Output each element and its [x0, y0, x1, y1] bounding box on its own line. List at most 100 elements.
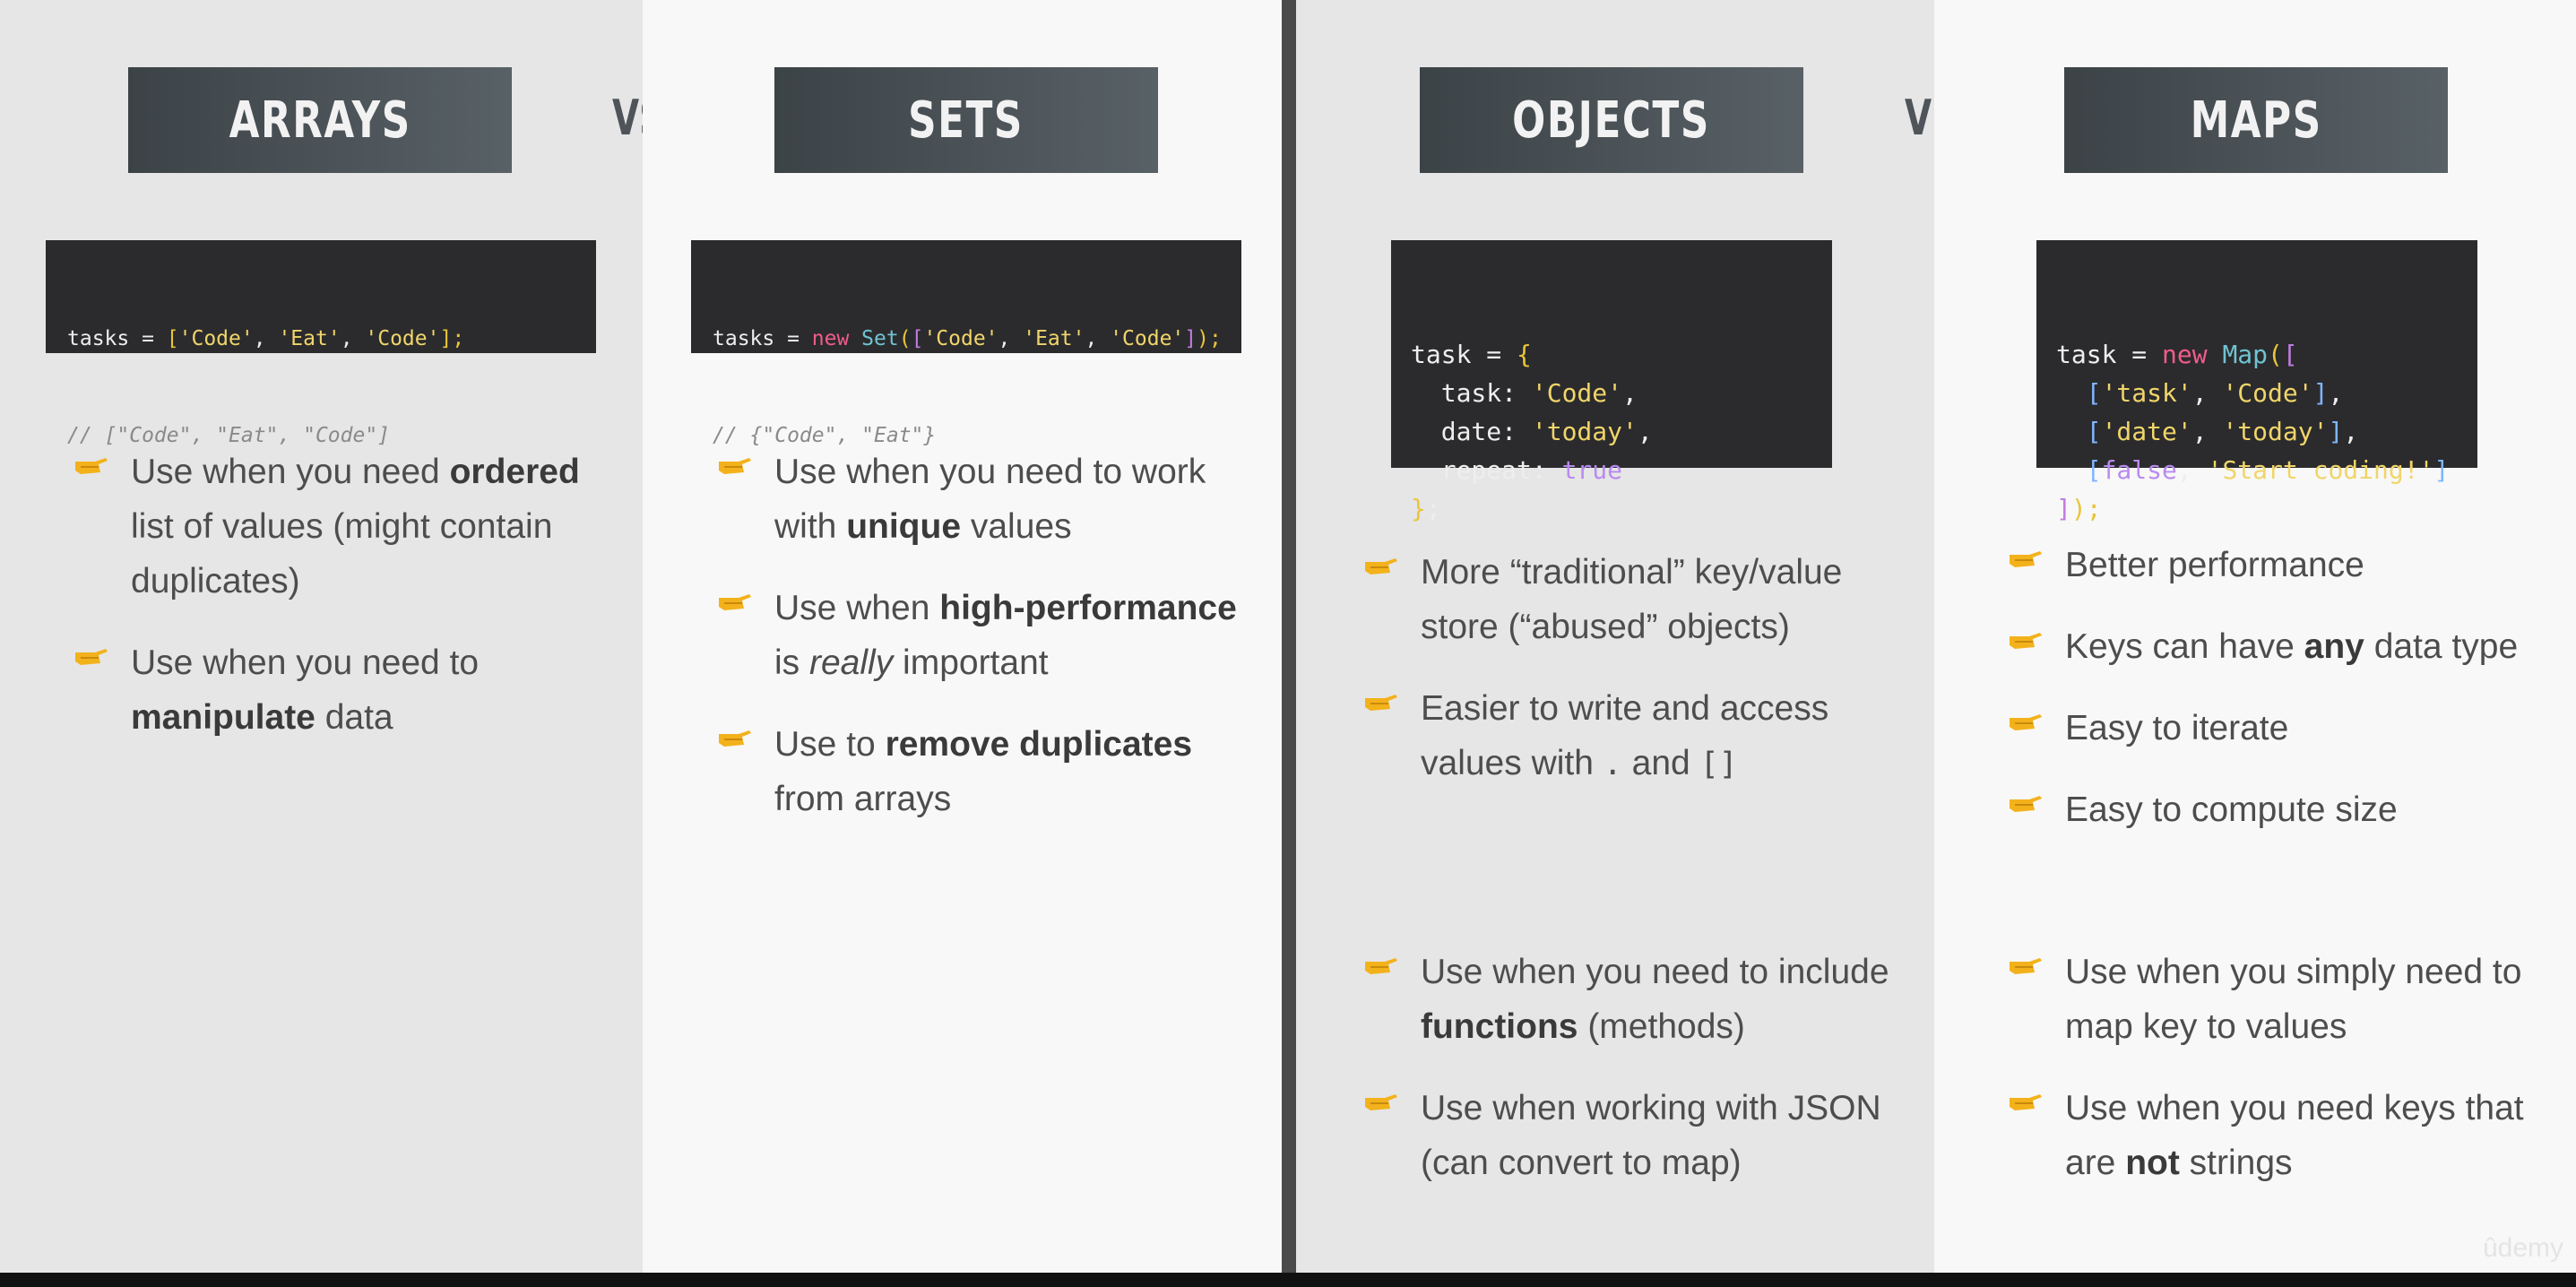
code-token: 'Start coding!'	[2207, 455, 2434, 485]
code-token: [	[2086, 378, 2102, 408]
arrays-column: ARRAYS tasks = ['Code', 'Eat', 'Code']; …	[0, 0, 678, 1273]
pointing-hand-icon	[2010, 714, 2042, 730]
pointing-hand-icon	[75, 458, 108, 474]
code-token: tasks =	[713, 327, 812, 350]
code-line: repeat: true	[1411, 451, 1812, 489]
code-token	[2056, 417, 2087, 446]
pointing-hand-icon	[2010, 958, 2042, 974]
code-token	[2056, 455, 2087, 485]
code-token: 'Eat'	[1023, 327, 1085, 350]
arrays-bullet-ordered: Use when you need ordered list of values…	[73, 445, 611, 609]
sets-code-comment: // {"Code", "Eat"}	[713, 424, 937, 447]
pointing-hand-icon	[1365, 1094, 1397, 1110]
code-token: ,	[340, 327, 366, 350]
code-token: 'today'	[1531, 417, 1638, 446]
pointing-hand-icon	[2010, 551, 2042, 567]
code-token: ,	[253, 327, 279, 350]
code-token: (	[2268, 340, 2283, 369]
arrays-code-comment: // ["Code", "Eat", "Code"]	[67, 424, 391, 447]
code-token	[2056, 378, 2087, 408]
code-token: repeat:	[1411, 455, 1562, 485]
code-token: ]	[2328, 417, 2344, 446]
arrays-bullet-list: Use when you need ordered list of values…	[73, 445, 611, 772]
maps-code-lines: task = new Map([ ['task', 'Code'], ['dat…	[2056, 335, 2458, 528]
code-token: ]	[2312, 378, 2329, 408]
section-divider	[1282, 0, 1296, 1273]
code-token: 'Code'	[923, 327, 998, 350]
objects-title-badge: OBJECTS	[1420, 67, 1803, 173]
maps-bullet-any-type: Keys can have any data type	[2008, 619, 2563, 674]
code-token: task =	[2056, 340, 2163, 369]
code-token: [	[911, 327, 924, 350]
code-token: ];	[439, 327, 465, 350]
sets-title: SETS	[908, 91, 1024, 150]
maps-bullet-size: Easy to compute size	[2008, 782, 2563, 837]
code-token: [	[2086, 455, 2102, 485]
sets-code-line: tasks = new Set(['Code', 'Eat', 'Code'])…	[713, 323, 1222, 355]
code-token: [	[2282, 340, 2298, 369]
maps-code-block: task = new Map([ ['task', 'Code'], ['dat…	[2036, 240, 2477, 523]
code-token: ,	[2191, 417, 2223, 446]
code-token: task =	[1411, 340, 1517, 369]
code-token: 'today'	[2222, 417, 2329, 446]
code-token: }	[1411, 494, 1426, 523]
arrays-title: ARRAYS	[229, 91, 411, 150]
code-token: ,	[1085, 327, 1111, 350]
pointing-hand-icon	[719, 594, 751, 610]
sets-bullet-unique: Use when you need to work with unique va…	[717, 445, 1255, 554]
objects-title: OBJECTS	[1512, 91, 1711, 150]
objects-bullet-functions: Use when you need to include functions (…	[1363, 945, 1919, 1054]
arrays-code-block: tasks = ['Code', 'Eat', 'Code']; // ["Co…	[46, 240, 596, 447]
code-token: new	[811, 327, 862, 350]
code-line: task = new Map([	[2056, 335, 2458, 374]
pointing-hand-icon	[2010, 1094, 2042, 1110]
sets-code-block: tasks = new Set(['Code', 'Eat', 'Code'])…	[691, 240, 1241, 447]
code-token: Set	[861, 327, 899, 350]
code-token: ,	[2176, 455, 2208, 485]
code-token: true	[1561, 455, 1623, 485]
pointing-hand-icon	[719, 458, 751, 474]
maps-bullet-list-top: Better performance Keys can have any dat…	[2008, 538, 2563, 864]
code-token: [	[166, 327, 179, 350]
code-line: task = {	[1411, 335, 1812, 374]
code-token: 'Code'	[2222, 378, 2313, 408]
pointing-hand-icon	[2010, 633, 2042, 649]
code-token: {	[1517, 340, 1532, 369]
objects-bullet-list-bottom: Use when you need to include functions (…	[1363, 945, 1919, 1217]
code-token: ,	[2191, 378, 2223, 408]
arrays-code-line: tasks = ['Code', 'Eat', 'Code'];	[67, 323, 575, 355]
sets-bullet-performance: Use when high-performance is really impo…	[717, 581, 1255, 690]
code-line: ['date', 'today'],	[2056, 412, 2458, 451]
code-token: 'Code'	[178, 327, 254, 350]
code-token: ]	[1184, 327, 1197, 350]
sets-bullet-list: Use when you need to work with unique va…	[717, 445, 1255, 853]
objects-bullet-json: Use when working with JSON (can convert …	[1363, 1081, 1919, 1190]
code-line: task: 'Code',	[1411, 374, 1812, 412]
code-line: ]);	[2056, 489, 2458, 528]
code-token: 'Code'	[1110, 327, 1185, 350]
code-line: date: 'today',	[1411, 412, 1812, 451]
maps-bullet-map-key: Use when you simply need to map key to v…	[2008, 945, 2563, 1054]
pointing-hand-icon	[75, 649, 108, 665]
objects-bullet-list-top: More “traditional” key/value store (“abu…	[1363, 545, 1919, 819]
code-token: ,	[2343, 417, 2359, 446]
code-token: new	[2162, 340, 2223, 369]
code-token: 'Eat'	[278, 327, 341, 350]
pointing-hand-icon	[1365, 558, 1397, 574]
objects-code-block: task = { task: 'Code', date: 'today', re…	[1391, 240, 1832, 523]
code-token: ]	[2433, 455, 2450, 485]
udemy-watermark: ûdemy	[2482, 1233, 2563, 1263]
code-token: 'Code'	[1531, 378, 1623, 408]
maps-bullet-performance: Better performance	[2008, 538, 2563, 592]
code-token: [	[2086, 417, 2102, 446]
code-token: 'task'	[2101, 378, 2192, 408]
code-line: ['task', 'Code'],	[2056, 374, 2458, 412]
code-line: [false, 'Start coding!']	[2056, 451, 2458, 489]
objects-bullet-easier: Easier to write and access values with .…	[1363, 681, 1919, 792]
maps-title: MAPS	[2190, 91, 2322, 150]
code-token: ,	[998, 327, 1024, 350]
objects-bullet-traditional: More “traditional” key/value store (“abu…	[1363, 545, 1919, 654]
code-line: };	[1411, 489, 1812, 528]
code-token: ;	[1425, 494, 1441, 523]
maps-bullet-list-bottom: Use when you simply need to map key to v…	[2008, 945, 2563, 1217]
